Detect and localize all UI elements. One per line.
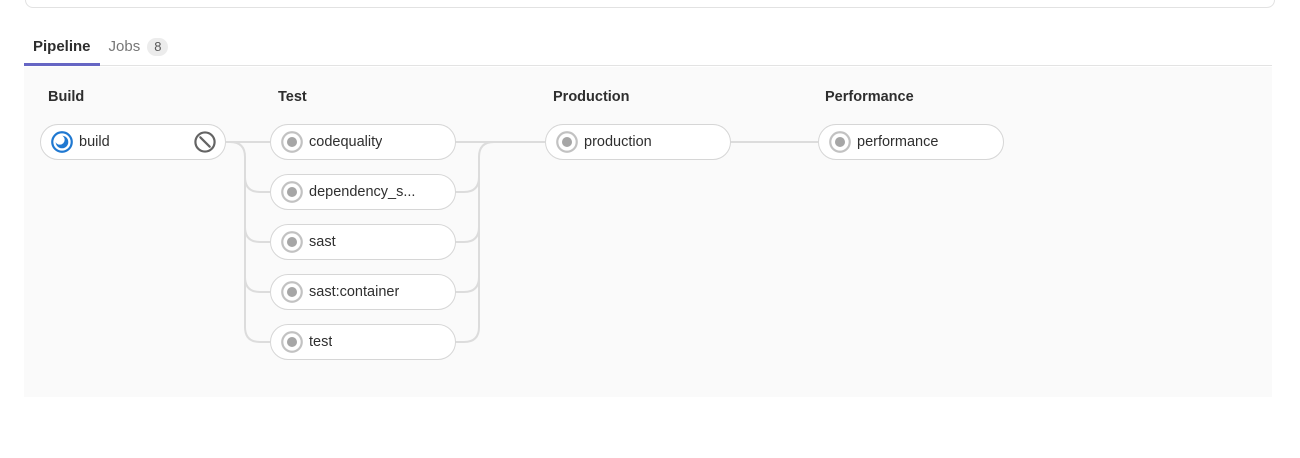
created-status-icon — [281, 181, 303, 203]
stage-header-build: Build — [48, 89, 85, 105]
job-pill-test[interactable]: test — [270, 324, 456, 360]
created-status-icon — [281, 331, 303, 353]
created-status-icon — [556, 131, 578, 153]
tab-jobs-label: Jobs — [108, 38, 141, 55]
job-pill-codequality[interactable]: codequality — [270, 124, 456, 160]
job-pill-production[interactable]: production — [545, 124, 731, 160]
job-label: sast:container — [309, 284, 400, 300]
cancel-job-button[interactable] — [194, 131, 216, 153]
created-status-icon — [281, 131, 303, 153]
pipeline-tabs: Pipeline Jobs 8 — [24, 28, 1272, 66]
job-pill-sast-container[interactable]: sast:container — [270, 274, 456, 310]
job-pill-sast[interactable]: sast — [270, 224, 456, 260]
pipeline-connectors — [226, 141, 818, 343]
pipeline-graph-panel: Build Test Production Performance build — [24, 67, 1272, 397]
job-label: build — [79, 134, 110, 150]
job-label: sast — [309, 234, 336, 250]
tab-pipeline[interactable]: Pipeline — [24, 28, 100, 66]
created-status-icon — [281, 281, 303, 303]
job-label: dependency_s... — [309, 184, 416, 200]
stage-header-test: Test — [278, 89, 307, 105]
created-status-icon — [829, 131, 851, 153]
stage-header-production: Production — [553, 89, 630, 105]
top-card-edge — [25, 0, 1275, 8]
job-pill-dependency-scanning[interactable]: dependency_s... — [270, 174, 456, 210]
tab-pipeline-label: Pipeline — [33, 38, 91, 55]
running-status-icon — [51, 131, 73, 153]
jobs-count-badge: 8 — [147, 37, 169, 56]
job-pill-build[interactable]: build — [40, 124, 226, 160]
created-status-icon — [281, 231, 303, 253]
job-label: production — [584, 134, 652, 150]
job-label: codequality — [309, 134, 383, 150]
job-label: performance — [857, 134, 939, 150]
job-pill-performance[interactable]: performance — [818, 124, 1004, 160]
job-label: test — [309, 334, 333, 350]
tab-jobs[interactable]: Jobs 8 — [100, 28, 178, 65]
stage-header-performance: Performance — [825, 89, 914, 105]
